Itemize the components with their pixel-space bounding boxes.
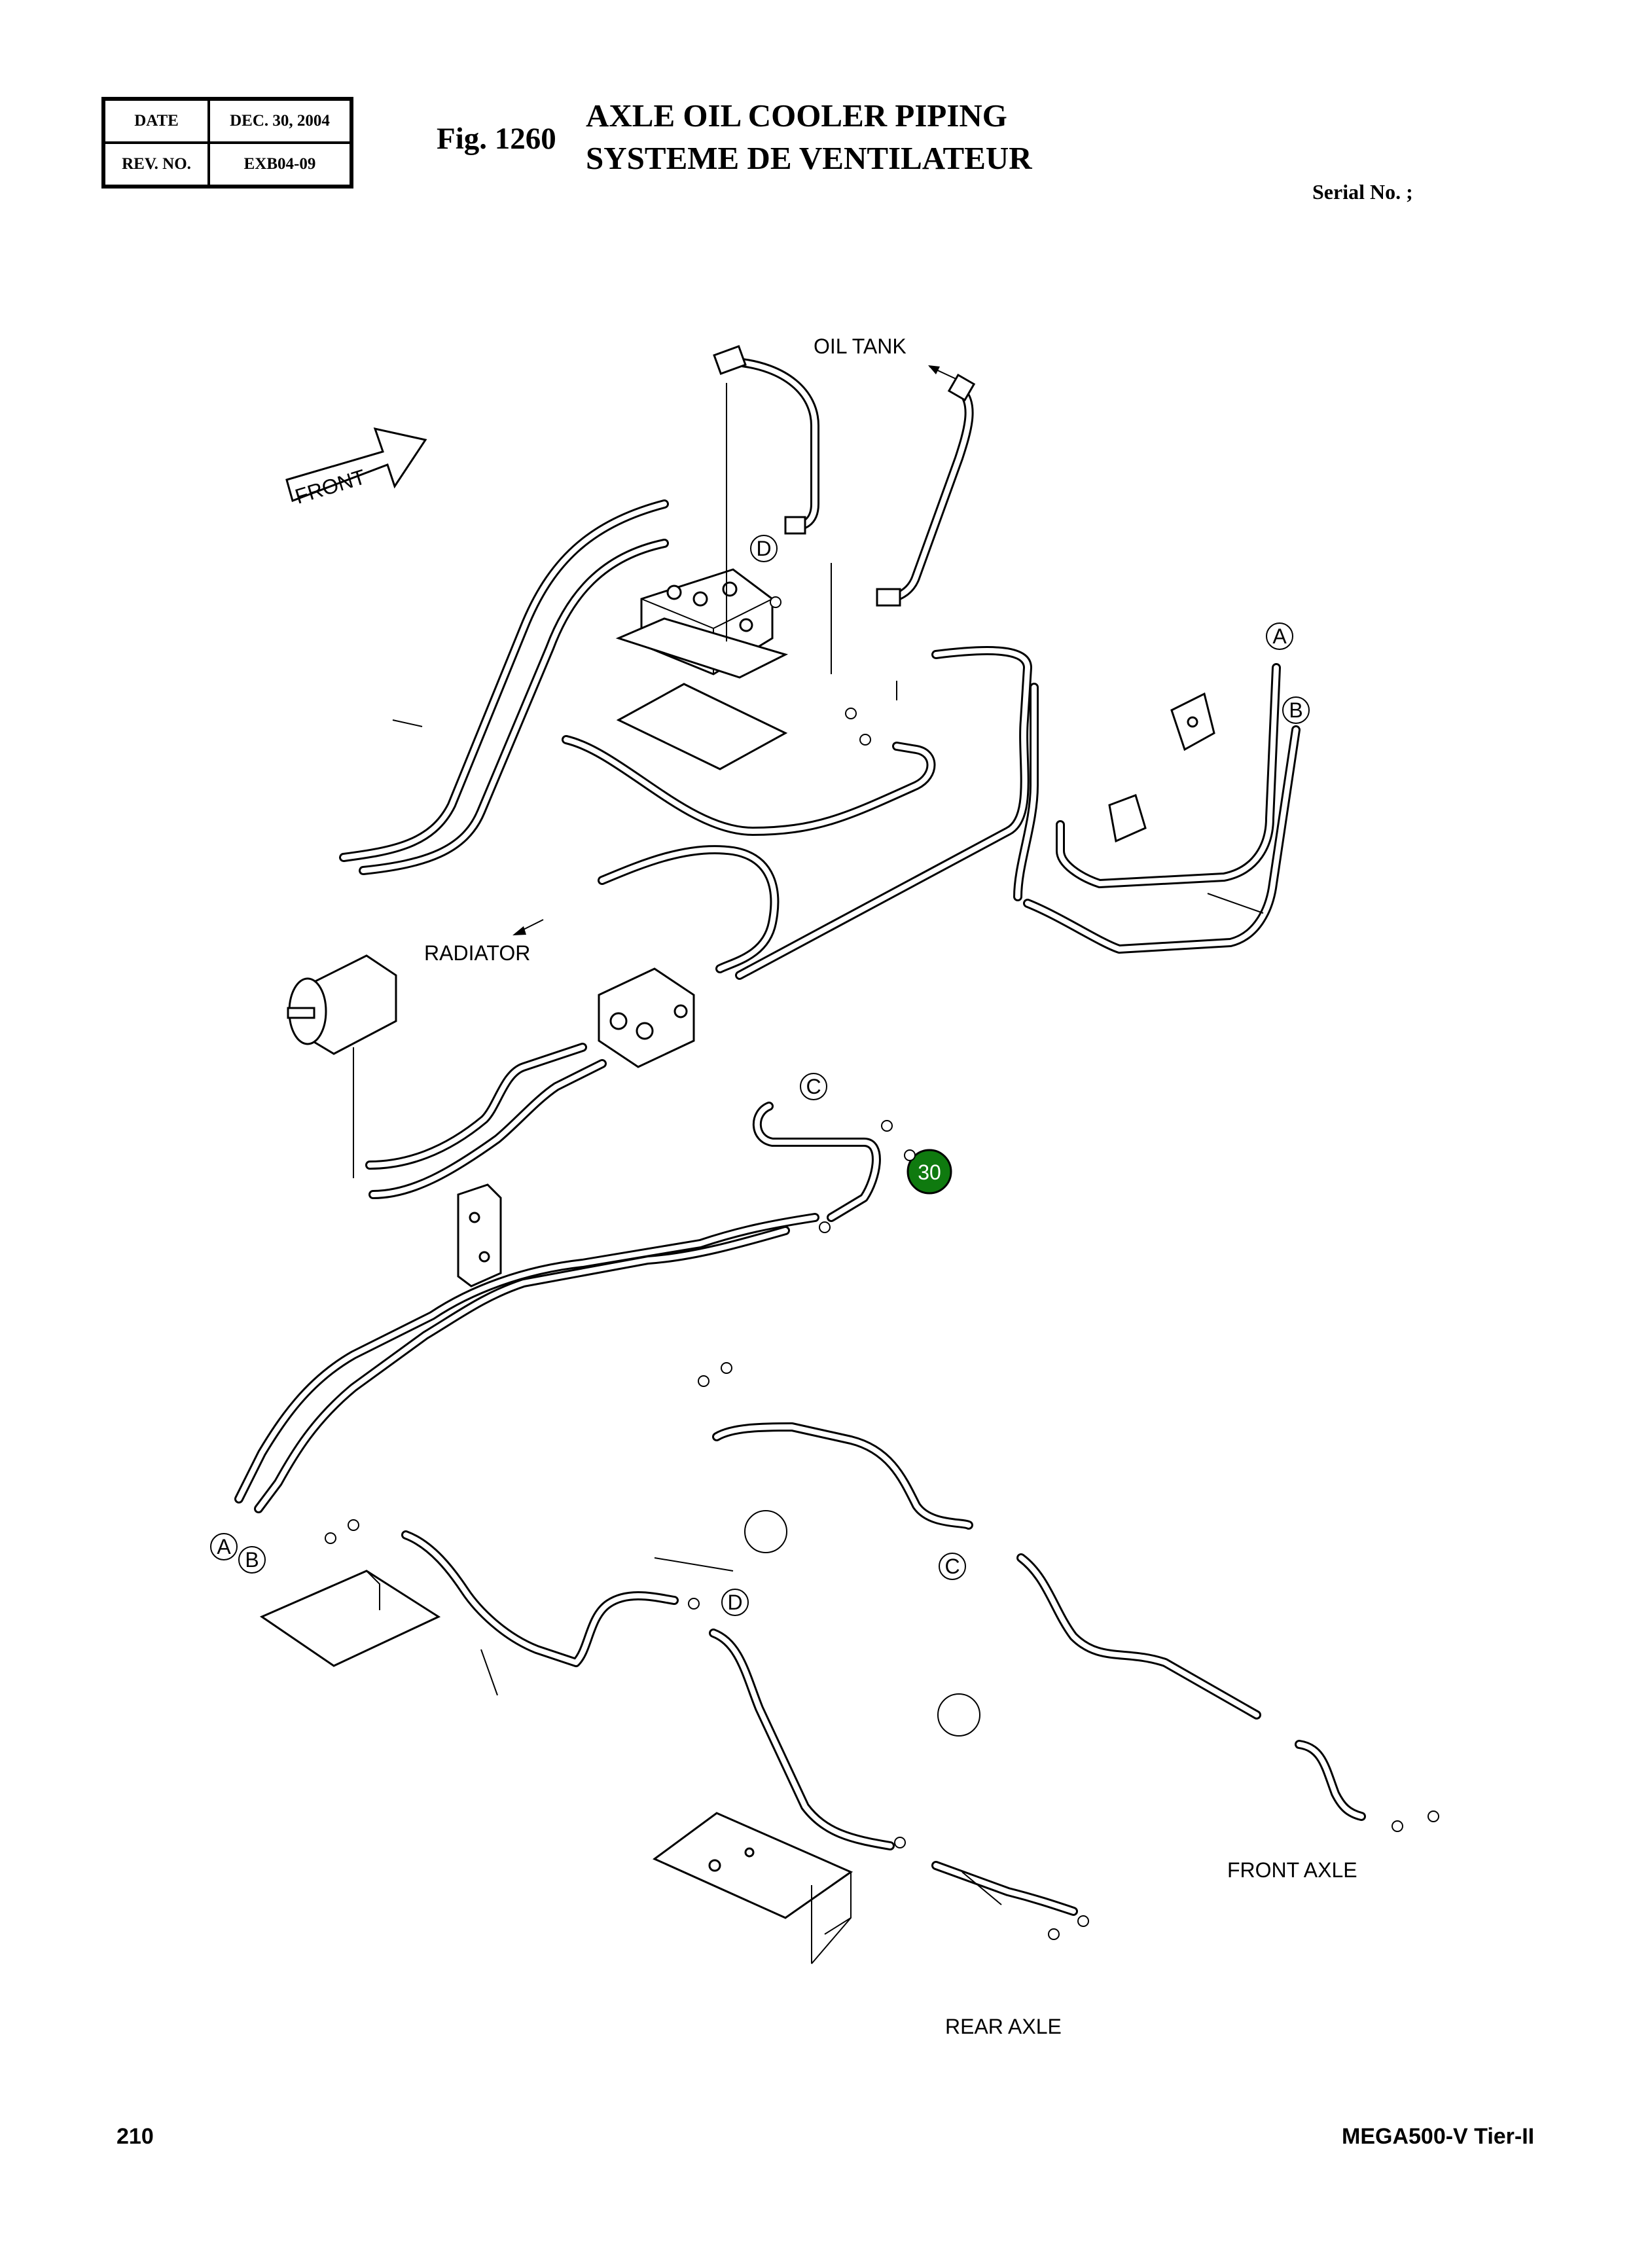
radiator-arrow bbox=[512, 919, 544, 935]
upper-valve-block bbox=[615, 568, 789, 770]
connector-d-label: D bbox=[727, 1591, 742, 1614]
oil-tank-label: OIL TANK bbox=[814, 334, 907, 358]
serial-number-label: Serial No. ; bbox=[1312, 180, 1413, 204]
radiator-label: RADIATOR bbox=[424, 941, 530, 965]
tank-supply-hose bbox=[713, 345, 976, 607]
connector-c-bottom: C bbox=[939, 1553, 966, 1580]
page-number: 210 bbox=[117, 2124, 154, 2149]
vertical-bracket bbox=[457, 1183, 502, 1288]
connector-b-bottom: B bbox=[238, 1546, 266, 1574]
callout-number: 30 bbox=[918, 1161, 941, 1184]
revision-table: DATE DEC. 30, 2004 REV. NO. EXB04-09 bbox=[101, 97, 353, 189]
connector-a-bottom: A bbox=[210, 1533, 238, 1560]
connector-b-top: B bbox=[1282, 696, 1310, 724]
oil-tank-arrow bbox=[928, 365, 958, 380]
connector-d-bottom: D bbox=[721, 1589, 749, 1616]
connector-a-label: A bbox=[1272, 624, 1287, 648]
fittings bbox=[325, 596, 1439, 1940]
lower-long-hoses bbox=[234, 1213, 819, 1513]
connector-d-top: D bbox=[750, 535, 778, 562]
front-axle-label: FRONT AXLE bbox=[1227, 1858, 1357, 1882]
reference-circle bbox=[744, 1510, 787, 1553]
c-tube bbox=[752, 1102, 881, 1222]
connector-b-label: B bbox=[245, 1548, 259, 1572]
rev-label: REV. NO. bbox=[104, 143, 209, 186]
connector-a-label: A bbox=[217, 1535, 231, 1558]
rear-plate-center bbox=[653, 1812, 853, 1935]
date-value: DEC. 30, 2004 bbox=[209, 99, 351, 143]
connector-c-top: C bbox=[800, 1073, 827, 1100]
right-tubes-a-b bbox=[1023, 663, 1301, 954]
connector-c-label: C bbox=[944, 1555, 960, 1578]
date-label: DATE bbox=[104, 99, 209, 143]
figure-number: Fig. 1260 bbox=[437, 122, 556, 156]
leader-lines bbox=[353, 383, 1264, 1964]
connector-c-label: C bbox=[806, 1075, 821, 1098]
rear-plate-left bbox=[259, 1570, 441, 1667]
middle-hoses bbox=[562, 646, 1039, 980]
title-french: SYSTEME DE VENTILATEUR bbox=[586, 140, 1032, 176]
front-axle-tube bbox=[712, 1422, 1366, 1821]
pump-lower-hoses bbox=[365, 1043, 607, 1199]
part-callout-30[interactable]: 30 bbox=[907, 1149, 952, 1195]
connector-a-top: A bbox=[1266, 622, 1293, 650]
model-name: MEGA500-V Tier-II bbox=[1342, 2124, 1535, 2149]
rev-value: EXB04-09 bbox=[209, 143, 351, 186]
front-direction-arrow: FRONT bbox=[285, 427, 427, 509]
title-english: AXLE OIL COOLER PIPING bbox=[586, 98, 1007, 134]
connector-d-label: D bbox=[756, 537, 771, 560]
rear-axle-tube bbox=[401, 1530, 1078, 1916]
pump-assembly bbox=[287, 954, 695, 1068]
left-long-hoses bbox=[339, 499, 669, 875]
reference-circle bbox=[937, 1693, 980, 1737]
connector-b-label: B bbox=[1289, 698, 1302, 722]
rear-axle-label: REAR AXLE bbox=[945, 2015, 1062, 2038]
